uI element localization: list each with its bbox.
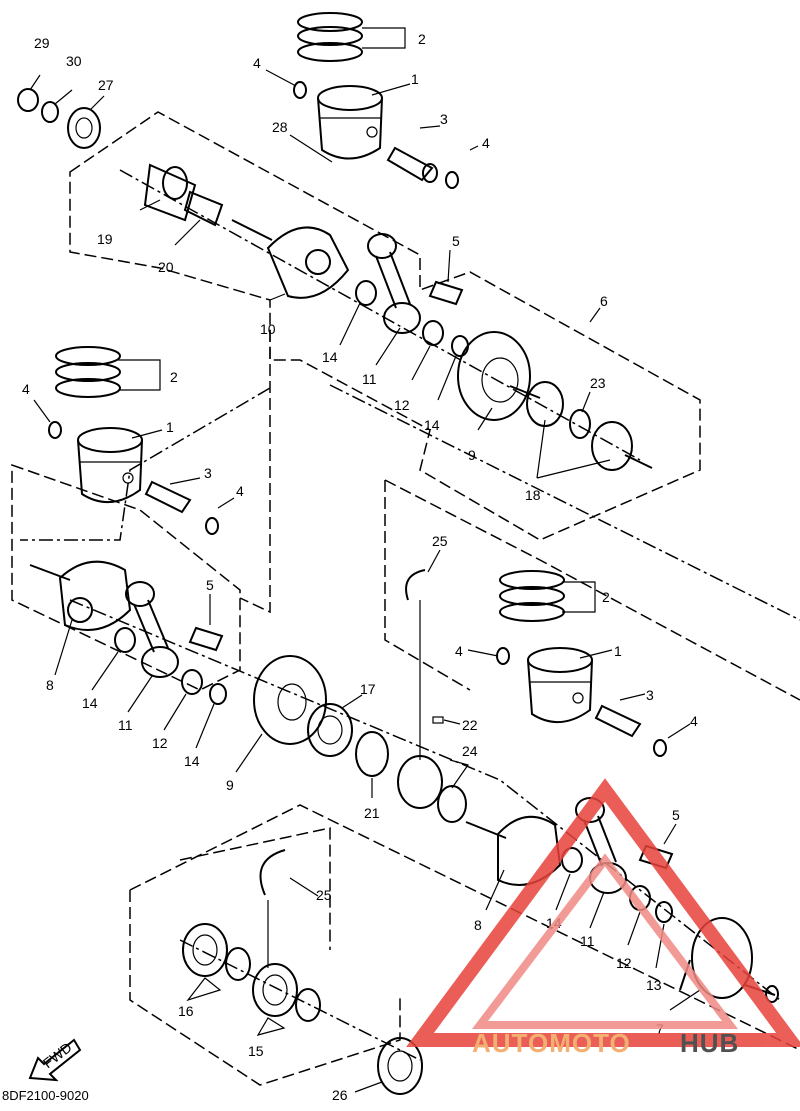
callout-11: 11 — [580, 933, 595, 949]
callout-15: 15 — [248, 1043, 264, 1059]
bearing-15 — [252, 963, 321, 1022]
conrod-top — [367, 233, 421, 334]
callout-30: 30 — [66, 53, 82, 69]
callout-25: 25 — [316, 887, 332, 903]
callout-2: 2 — [418, 31, 426, 47]
callout-4: 4 — [236, 483, 244, 499]
callout-1: 1 — [166, 419, 174, 435]
callout-1: 1 — [411, 71, 419, 87]
callout-5: 5 — [672, 807, 680, 823]
callout-29: 29 — [34, 35, 50, 51]
conrod-mid — [114, 581, 227, 705]
small-parts-top — [355, 280, 469, 357]
document-code: 8DF2100-9020 — [2, 1088, 89, 1103]
crank-half-8-right — [465, 815, 583, 886]
callout-4: 4 — [253, 55, 261, 71]
callout-11: 11 — [118, 717, 133, 733]
callout-8: 8 — [46, 677, 54, 693]
callout-labels: 2 1 3 4 4 28 5 6 10 14 11 12 14 9 23 18 … — [22, 31, 698, 1103]
callout-18: 18 — [525, 487, 541, 503]
nut-washer-seal — [17, 88, 101, 149]
callout-9: 9 — [226, 777, 234, 793]
callout-5: 5 — [206, 577, 214, 593]
callout-14: 14 — [322, 349, 338, 365]
ring-set-right — [499, 570, 565, 622]
seal-26 — [377, 1037, 423, 1095]
callout-16: 16 — [178, 1003, 194, 1019]
crank-half-8-mid — [29, 560, 132, 631]
clip-top — [293, 81, 459, 189]
callout-14: 14 — [82, 695, 98, 711]
callout-13: 13 — [646, 977, 662, 993]
watermark-text-b: HUB — [680, 1028, 739, 1058]
callout-27: 27 — [98, 77, 114, 93]
callout-23: 23 — [590, 375, 606, 391]
piston-pin-top — [386, 146, 438, 183]
callout-3: 3 — [204, 465, 212, 481]
crank-web-9-top — [457, 331, 541, 421]
callout-8: 8 — [474, 917, 482, 933]
bearings-18-23 — [526, 381, 653, 471]
callout-26: 26 — [332, 1087, 348, 1103]
clip-25-bottom — [259, 849, 286, 896]
watermark-logo: AUTOMOTO HUB — [406, 778, 800, 1058]
callout-12: 12 — [394, 397, 410, 413]
ring-set-top — [297, 12, 363, 62]
callout-1: 1 — [614, 643, 622, 659]
callout-11: 11 — [362, 371, 377, 387]
callout-4: 4 — [455, 643, 463, 659]
callout-24: 24 — [462, 743, 478, 759]
callout-2: 2 — [170, 369, 178, 385]
callout-25: 25 — [432, 533, 448, 549]
fwd-arrow-icon: FWD — [28, 1038, 82, 1082]
watermark-text-a: AUTOMOTO — [472, 1028, 631, 1058]
callout-14: 14 — [424, 417, 440, 433]
callout-6: 6 — [600, 293, 608, 309]
leader-lines — [29, 27, 701, 1093]
assembly-boundaries — [11, 111, 800, 1086]
callout-4: 4 — [22, 381, 30, 397]
callout-22: 22 — [462, 717, 478, 733]
callout-21: 21 — [364, 805, 380, 821]
callout-3: 3 — [646, 687, 654, 703]
callout-14: 14 — [184, 753, 200, 769]
callout-28: 28 — [272, 119, 288, 135]
callout-17: 17 — [360, 681, 376, 697]
crank-half-10 — [231, 219, 350, 299]
axis-lines — [20, 169, 800, 1061]
callout-10: 10 — [260, 321, 276, 337]
ring-set-mid — [55, 346, 121, 398]
callout-3: 3 — [440, 111, 448, 127]
callout-4: 4 — [482, 135, 490, 151]
bearing-16 — [182, 923, 251, 981]
callout-5: 5 — [452, 233, 460, 249]
callout-12: 12 — [616, 955, 632, 971]
piston-right — [496, 647, 667, 757]
callout-12: 12 — [152, 735, 168, 751]
crank-web-9-mid — [253, 655, 353, 757]
piston-top — [317, 85, 383, 160]
callout-19: 19 — [97, 231, 113, 247]
callout-9: 9 — [468, 447, 476, 463]
bearing-19-20 — [143, 163, 224, 227]
piston-mid — [48, 421, 219, 535]
callout-4: 4 — [690, 713, 698, 729]
callout-20: 20 — [158, 259, 174, 275]
callout-2: 2 — [602, 589, 610, 605]
